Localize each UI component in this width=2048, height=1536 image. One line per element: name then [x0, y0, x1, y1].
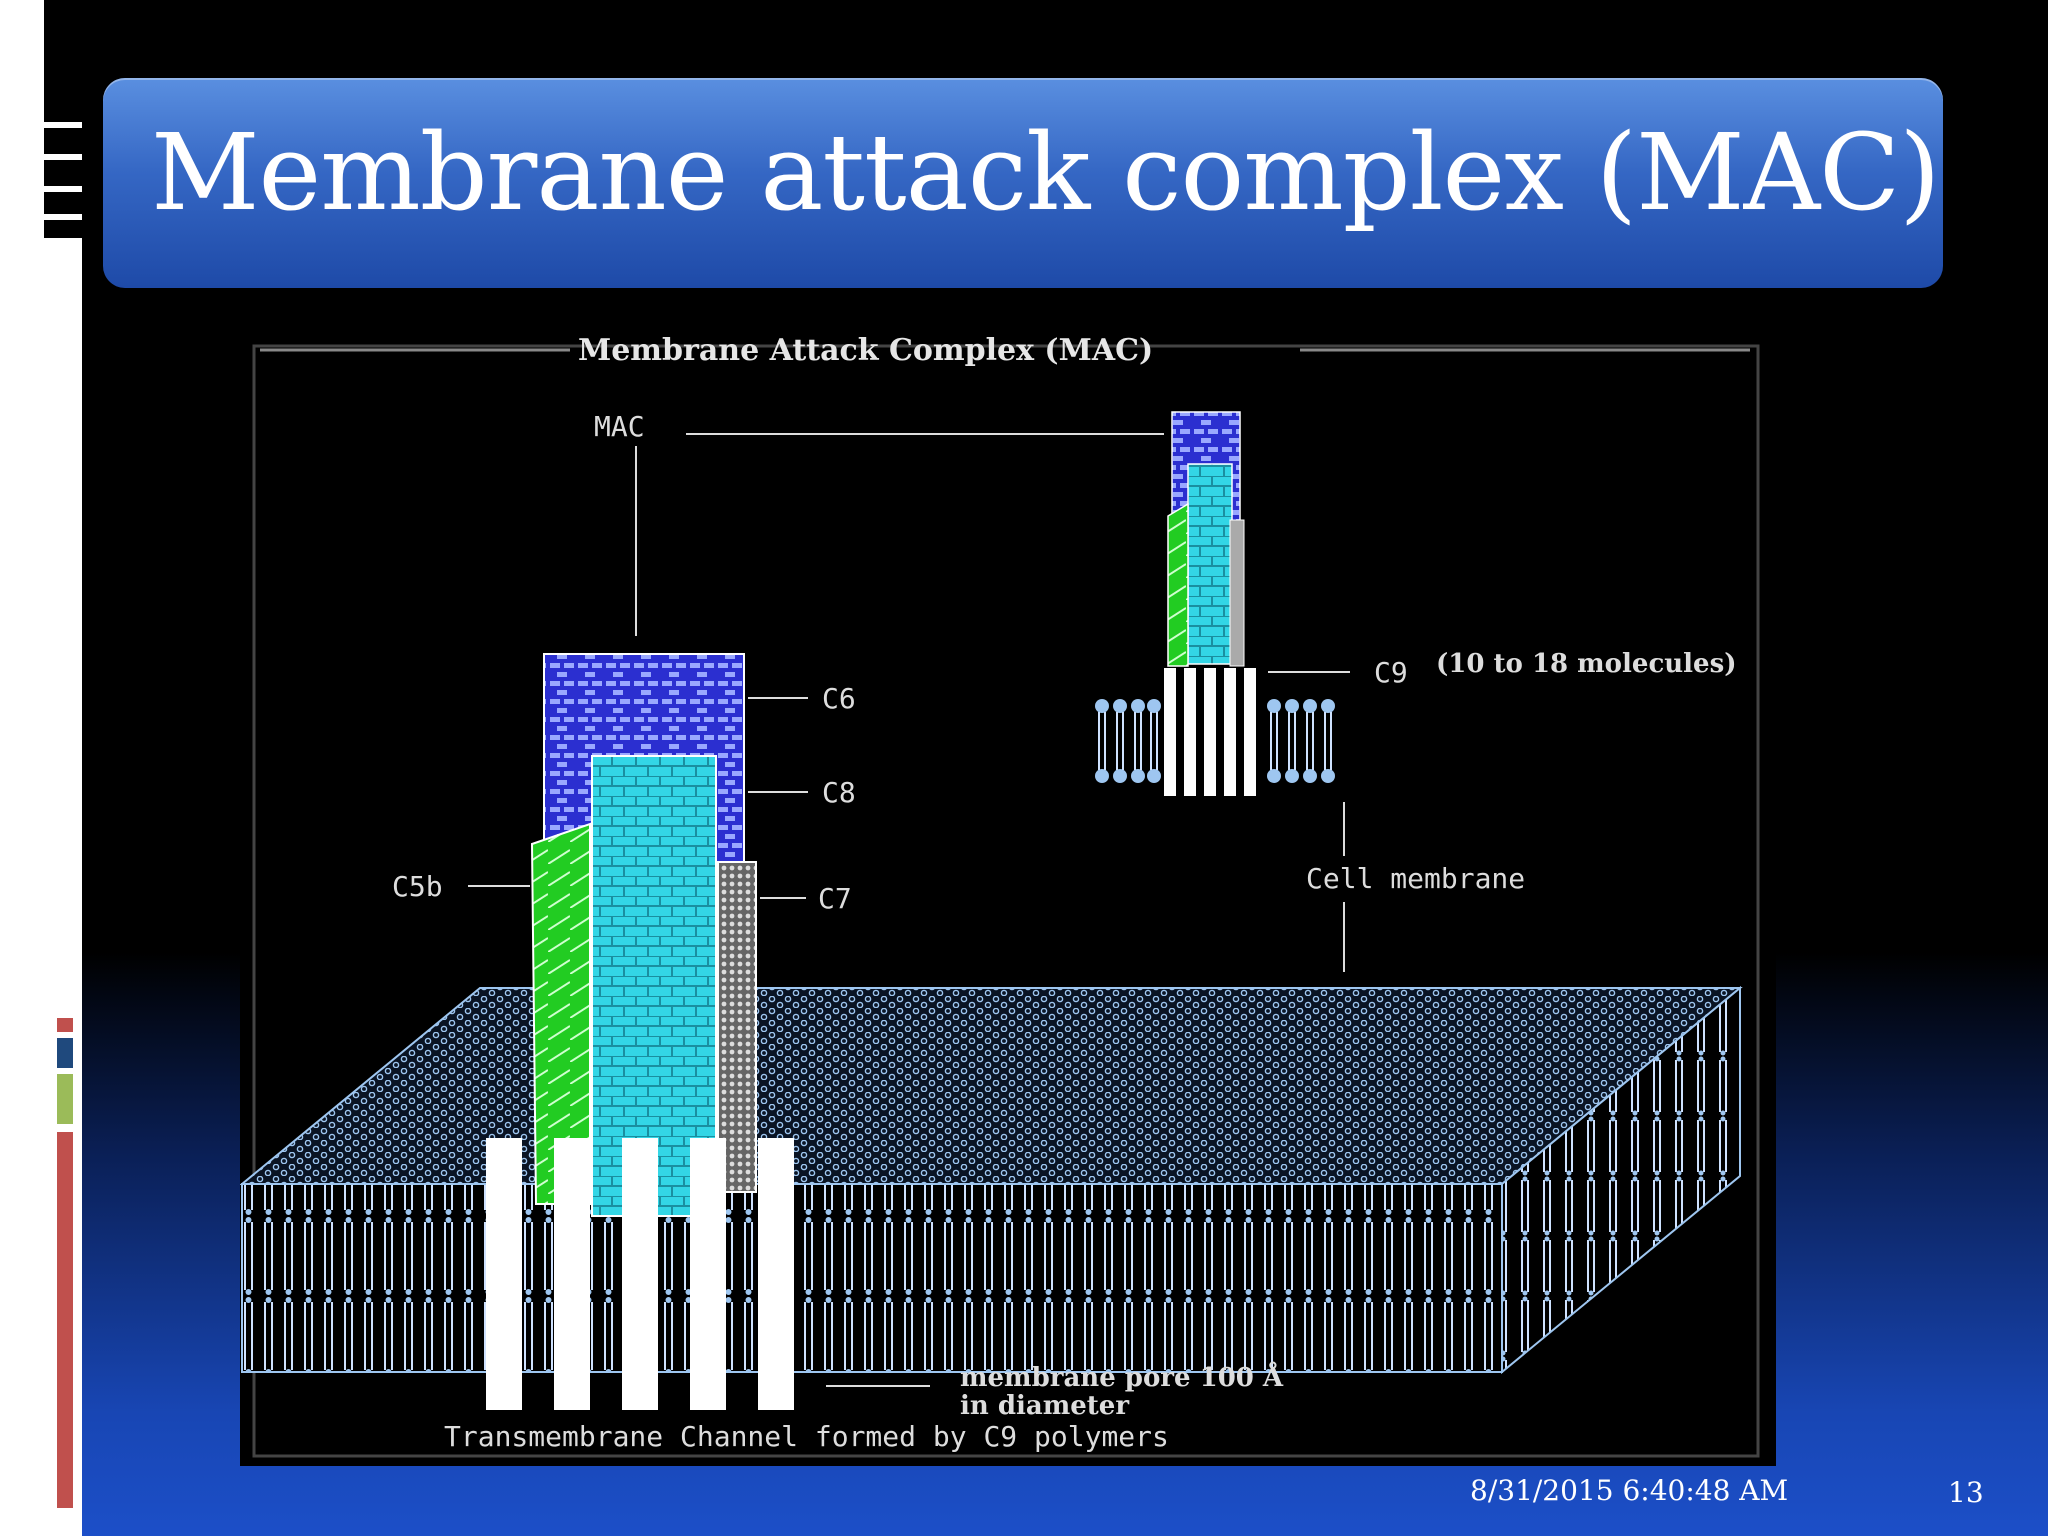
cell-membrane-top — [242, 988, 1740, 1184]
label-c6: C6 — [822, 682, 856, 715]
left-decorative-strip — [0, 0, 82, 1536]
small-c7-block — [1230, 520, 1244, 666]
diagram-title: Membrane Attack Complex (MAC) — [578, 336, 1153, 368]
accent-red-small — [57, 1018, 73, 1032]
label-channel: Transmembrane Channel formed by C9 polym… — [444, 1420, 1169, 1453]
label-pore-line1: membrane pore 100 Å — [960, 1362, 1284, 1393]
small-c8-block — [1188, 464, 1232, 664]
accent-line-1 — [44, 122, 82, 128]
small-c5b-block — [1168, 504, 1188, 666]
accent-line-2 — [44, 154, 82, 160]
c9-pore-pillar — [690, 1138, 726, 1410]
title-banner: Membrane attack complex (MAC) — [103, 78, 1943, 288]
c9-pore-pillar — [622, 1138, 658, 1410]
label-c7: C7 — [818, 882, 852, 915]
accent-navy — [57, 1038, 73, 1068]
label-c8: C8 — [822, 776, 856, 809]
accent-red-bar — [57, 1132, 73, 1508]
slide-page-number: 13 — [1948, 1476, 1984, 1509]
c9-pore-pillar — [554, 1138, 590, 1410]
accent-black-block — [44, 0, 82, 238]
accent-line-3 — [44, 186, 82, 192]
label-c9-note: (10 to 18 molecules) — [1436, 649, 1737, 679]
c9-pore-pillar — [486, 1138, 522, 1410]
slide-title: Membrane attack complex (MAC) — [151, 108, 1940, 238]
c9-pore-pillar — [758, 1138, 794, 1410]
label-mac: MAC — [594, 410, 645, 443]
label-c9: C9 — [1374, 656, 1408, 689]
label-c5b: C5b — [392, 870, 443, 903]
mac-diagram-svg: Membrane Attack Complex (MAC) — [240, 336, 1776, 1466]
small-membrane-section — [1095, 668, 1335, 796]
accent-line-4 — [44, 214, 82, 220]
label-pore-line2: in diameter — [960, 1391, 1129, 1421]
cell-membrane-front — [242, 1184, 1502, 1372]
slide-date: 8/31/2015 6:40:48 AM — [1470, 1474, 1788, 1507]
accent-green — [57, 1074, 73, 1124]
label-cell-membrane: Cell membrane — [1306, 862, 1525, 895]
mac-diagram: Membrane Attack Complex (MAC) — [240, 336, 1776, 1466]
